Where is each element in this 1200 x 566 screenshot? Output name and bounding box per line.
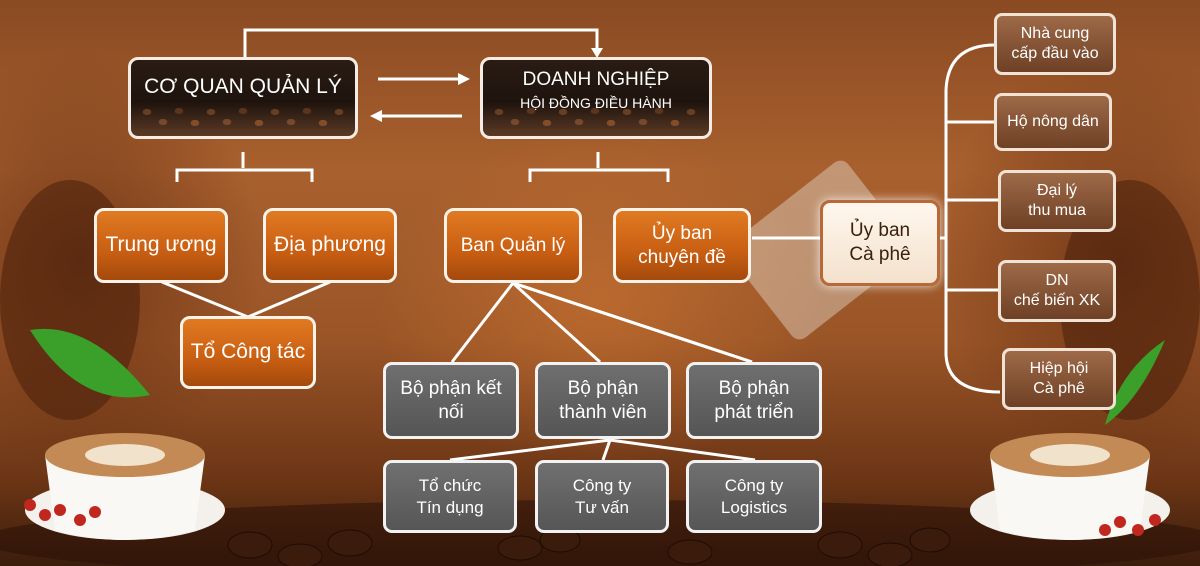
node-bo-phan-ket-noi-line1: Bộ phận kết — [400, 377, 502, 399]
node-to-chuc-tin-dung-line1: Tổ chức — [418, 476, 482, 496]
node-doanh-nghiep-label: DOANH NGHIỆP — [522, 68, 670, 90]
leaf-decoration — [30, 328, 1165, 425]
node-nha-cung-cap-line1: Nhà cung — [1020, 25, 1090, 42]
node-cong-ty-logistics-line2: Logistics — [720, 497, 788, 517]
node-dai-ly-thu-mua: Đại lý thu mua — [998, 170, 1116, 232]
node-bo-phan-thanh-vien-line1: Bộ phận — [567, 377, 639, 399]
node-cong-ty-logistics-line1: Công ty — [724, 476, 784, 496]
node-bo-phan-phat-trien: Bộ phận phát triển — [686, 362, 822, 439]
node-co-quan-quan-ly: CƠ QUAN QUẢN LÝ — [128, 57, 358, 139]
coffee-beans-texture — [489, 102, 703, 132]
node-uy-ban-chuyen-de-line2: chuyên đề — [638, 246, 726, 268]
arrow-right-icon — [458, 73, 470, 85]
node-doanh-nghiep: DOANH NGHIỆP HỘI ĐỒNG ĐIỀU HÀNH — [480, 57, 712, 139]
node-dn-che-bien: DN chế biến XK — [998, 260, 1116, 322]
node-dn-che-bien-line1: DN — [1045, 272, 1069, 289]
node-nha-cung-cap-line2: cấp đầu vào — [1011, 45, 1099, 62]
node-bo-phan-ket-noi: Bộ phận kết nối — [383, 362, 519, 439]
node-hiep-hoi: Hiệp hội Cà phê — [1002, 348, 1116, 410]
node-dia-phuong-label: Địa phương — [274, 233, 386, 257]
node-hiep-hoi-line2: Cà phê — [1033, 380, 1085, 397]
coffee-cup-left — [25, 433, 225, 540]
node-dai-ly-thu-mua-line2: thu mua — [1028, 202, 1086, 219]
node-to-chuc-tin-dung-line2: Tín dụng — [416, 497, 484, 517]
coffee-cup-right — [970, 433, 1170, 540]
node-ban-quan-ly: Ban Quản lý — [444, 208, 582, 283]
node-hiep-hoi-line1: Hiệp hội — [1029, 360, 1089, 377]
node-dn-che-bien-line2: chế biến XK — [1013, 292, 1101, 309]
node-cong-ty-tu-van-line1: Công ty — [572, 476, 632, 496]
connector-lines — [161, 28, 1001, 462]
node-ho-nong-dan: Hộ nông dân — [994, 93, 1112, 151]
node-uy-ban-ca-phe-line2: Cà phê — [849, 244, 911, 265]
node-co-quan-quan-ly-label: CƠ QUAN QUẢN LÝ — [144, 74, 342, 98]
node-bo-phan-thanh-vien-line2: thành viên — [559, 401, 647, 423]
node-uy-ban-chuyen-de: Ủy ban chuyên đề — [613, 208, 751, 283]
node-nha-cung-cap: Nhà cung cấp đầu vào — [994, 13, 1116, 75]
node-hoi-dong-label: HỘI ĐỒNG ĐIỀU HÀNH — [520, 94, 672, 111]
node-bo-phan-thanh-vien: Bộ phận thành viên — [535, 362, 671, 439]
node-dia-phuong: Địa phương — [263, 208, 397, 283]
arrow-heads — [370, 48, 603, 122]
node-dai-ly-thu-mua-line1: Đại lý — [1036, 182, 1077, 199]
node-to-cong-tac-label: Tổ Công tác — [190, 340, 306, 364]
node-cong-ty-tu-van-line2: Tư vấn — [575, 497, 629, 517]
node-ban-quan-ly-label: Ban Quản lý — [460, 234, 566, 256]
arrow-left-icon — [370, 110, 382, 122]
node-uy-ban-ca-phe: Ủy ban Cà phê — [820, 200, 940, 286]
node-bo-phan-phat-trien-line1: Bộ phận — [718, 377, 790, 399]
coffee-beans-decoration — [227, 527, 951, 566]
coffee-cherries-decoration — [24, 499, 1161, 536]
node-uy-ban-chuyen-de-line1: Ủy ban — [651, 222, 713, 244]
node-cong-ty-tu-van: Công ty Tư vấn — [535, 460, 669, 533]
node-bo-phan-ket-noi-line2: nối — [438, 401, 464, 423]
node-cong-ty-logistics: Công ty Logistics — [686, 460, 822, 533]
node-trung-uong: Trung ương — [94, 208, 228, 283]
node-to-cong-tac: Tổ Công tác — [180, 316, 316, 389]
node-uy-ban-ca-phe-line1: Ủy ban — [849, 220, 911, 242]
node-trung-uong-label: Trung ương — [105, 233, 217, 257]
arrow-down-icon — [591, 48, 603, 58]
node-bo-phan-phat-trien-line2: phát triển — [714, 401, 794, 423]
coffee-beans-texture — [137, 102, 349, 132]
node-to-chuc-tin-dung: Tổ chức Tín dụng — [383, 460, 517, 533]
node-ho-nong-dan-label: Hộ nông dân — [1007, 113, 1099, 130]
